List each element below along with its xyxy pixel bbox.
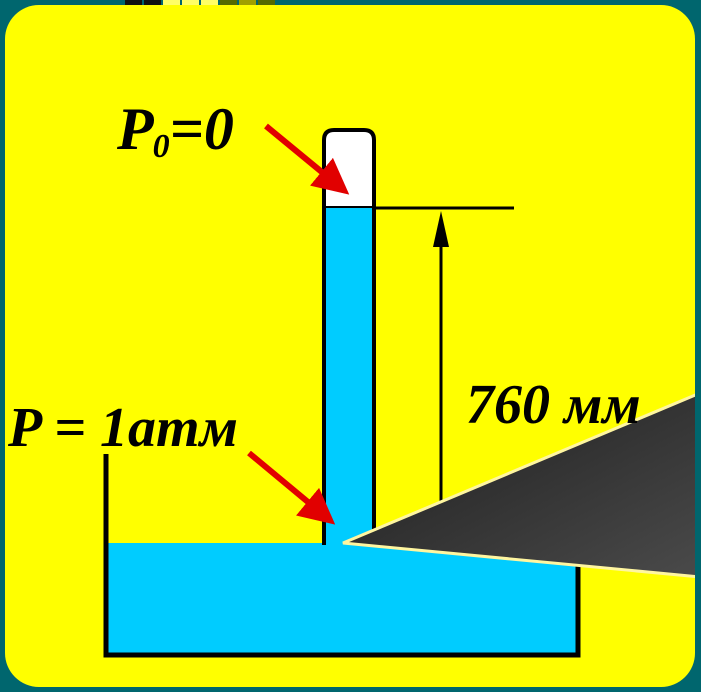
p0-arrow: [264, 123, 350, 195]
mercury-column: [324, 208, 374, 543]
p0-label: P0=0: [117, 96, 234, 165]
diagram-panel: P0=0 P = 1атм 760 мм: [5, 5, 695, 687]
barometer-diagram: [103, 123, 695, 658]
callout-shape: [342, 393, 695, 579]
dish-outline: [103, 454, 581, 658]
column-height-label: 760 мм: [466, 374, 641, 436]
tube-vacuum: [322, 128, 376, 210]
dish-mercury: [108, 543, 578, 653]
height-arrowhead: [433, 211, 449, 247]
patm-arrow: [247, 450, 336, 525]
atm-pressure-label: P = 1атм: [8, 397, 238, 459]
